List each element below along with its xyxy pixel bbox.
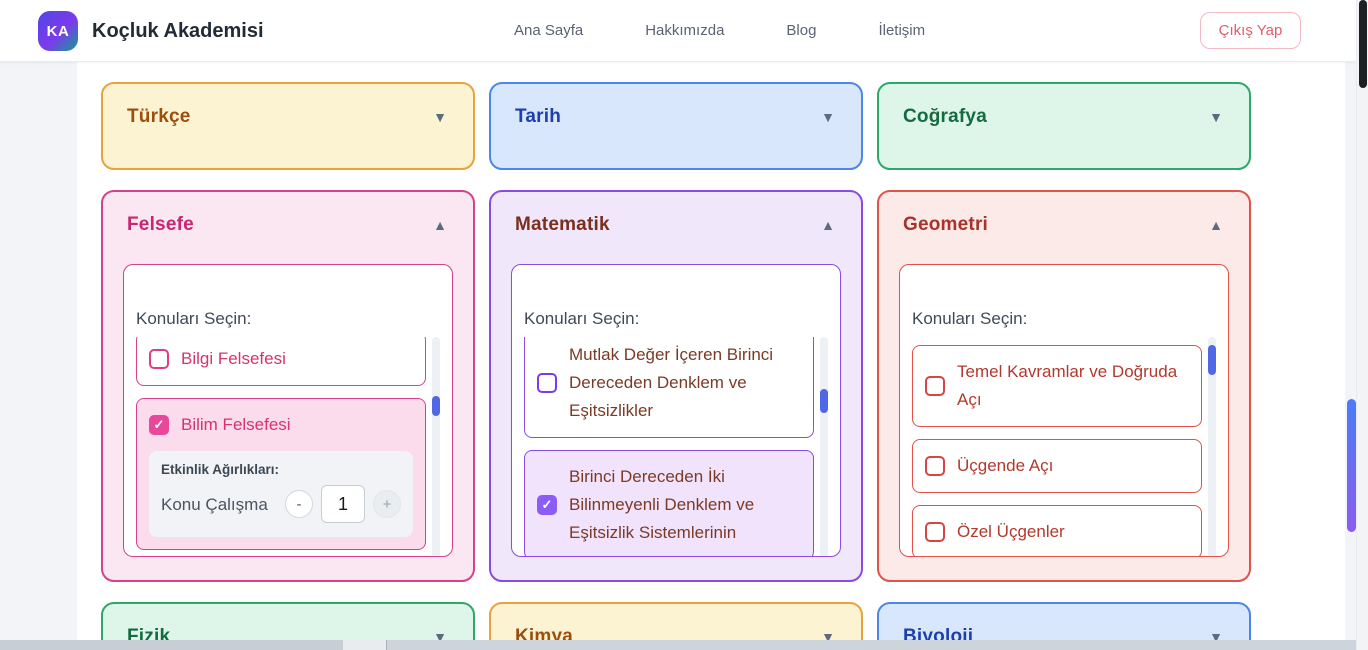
quantity-stepper: - + (285, 485, 401, 523)
topic-item[interactable]: Temel Kavramlar ve Doğruda Açı (912, 345, 1202, 427)
select-topics-label: Konuları Seçin: (136, 309, 252, 328)
card-header[interactable]: Matematik ▲ (491, 192, 861, 238)
topic-list: Bilgi Felsefesi ✓ Bilim Felsefesi Etkinl… (136, 337, 440, 556)
card-title: Felsefe (127, 214, 194, 235)
list-scrollbar[interactable] (820, 337, 828, 556)
checkbox-unchecked[interactable] (149, 349, 169, 369)
card-header[interactable]: Türkçe ▼ (103, 84, 473, 130)
nav-links: Ana Sayfa Hakkımızda Blog İletişim (514, 0, 925, 62)
increment-button[interactable]: + (373, 490, 401, 518)
topic-item[interactable]: ✓ Bilim Felsefesi Etkinlik Ağırlıkları: … (136, 398, 426, 550)
checkbox-unchecked[interactable] (925, 376, 945, 396)
nav-link-about[interactable]: Hakkımızda (645, 22, 725, 39)
topics-panel: Konuları Seçin: Mutlak Değer İçeren Biri… (511, 264, 841, 557)
topic-label: Özel Üçgenler (957, 522, 1065, 541)
topic-label: Bilgi Felsefesi (181, 349, 286, 368)
topic-label: Üçgende Açı (957, 456, 1054, 475)
nav-link-blog[interactable]: Blog (786, 22, 817, 39)
chevron-down-icon[interactable]: ▼ (1209, 109, 1223, 125)
subject-card-geometri: Geometri ▲ Konuları Seçin: Temel Kavraml… (877, 190, 1251, 582)
list-scrollbar-thumb[interactable] (1208, 345, 1216, 375)
checkbox-checked[interactable]: ✓ (149, 415, 169, 435)
horizontal-scrollbar[interactable] (0, 640, 1356, 650)
topic-item[interactable]: Üçgende Açı (912, 439, 1202, 493)
check-icon: ✓ (153, 417, 165, 432)
horizontal-scrollbar-thumb[interactable] (0, 640, 343, 650)
chevron-down-icon[interactable]: ▼ (433, 109, 447, 125)
horizontal-scrollbar-segment[interactable] (386, 640, 1356, 650)
brand-logo[interactable]: KA (38, 11, 78, 51)
subject-card-turkce: Türkçe ▼ (101, 82, 475, 170)
topic-label: Mutlak Değer İçeren Birinci Dereceden De… (569, 345, 774, 420)
topic-item[interactable]: Mutlak Değer İçeren Birinci Dereceden De… (524, 337, 814, 438)
topic-label: Birinci Dereceden İki Bilinmeyenli Denkl… (569, 467, 755, 542)
card-title: Tarih (515, 106, 562, 127)
weight-value-input[interactable] (321, 485, 365, 523)
subject-cards-grid: Türkçe ▼ Tarih ▼ Coğrafya ▼ Felsefe ▲ Ko… (101, 82, 1251, 650)
topic-item[interactable]: Bilgi Felsefesi (136, 337, 426, 386)
top-navbar: KA Koçluk Akademisi Ana Sayfa Hakkımızda… (0, 0, 1356, 62)
chevron-up-icon[interactable]: ▲ (1209, 217, 1223, 233)
chevron-up-icon[interactable]: ▲ (821, 217, 835, 233)
card-title: Geometri (903, 214, 989, 235)
topics-panel: Konuları Seçin: Temel Kavramlar ve Doğru… (899, 264, 1229, 557)
topic-list: Mutlak Değer İçeren Birinci Dereceden De… (524, 337, 828, 556)
list-scrollbar-thumb[interactable] (432, 396, 440, 416)
nav-link-home[interactable]: Ana Sayfa (514, 22, 584, 39)
checkbox-unchecked[interactable] (925, 522, 945, 542)
card-title: Türkçe (127, 106, 191, 127)
nav-link-contact[interactable]: İletişim (878, 22, 926, 39)
card-header[interactable]: Felsefe ▲ (103, 192, 473, 238)
activity-weights-heading: Etkinlik Ağırlıkları: (161, 462, 280, 477)
decrement-button[interactable]: - (285, 490, 313, 518)
chevron-up-icon[interactable]: ▲ (433, 217, 447, 233)
select-topics-label: Konuları Seçin: (912, 309, 1028, 328)
vertical-scrollbar[interactable] (1356, 0, 1368, 650)
subject-card-cografya: Coğrafya ▼ (877, 82, 1251, 170)
subject-card-matematik: Matematik ▲ Konuları Seçin: Mutlak Değer… (489, 190, 863, 582)
card-title: Matematik (515, 214, 610, 235)
weight-row: Konu Çalışma - + (161, 485, 401, 523)
weight-name: Konu Çalışma (161, 494, 268, 514)
check-icon: ✓ (541, 497, 553, 512)
select-topics-label: Konuları Seçin: (524, 309, 640, 328)
vertical-scrollbar-thumb[interactable] (1359, 0, 1367, 88)
logout-button[interactable]: Çıkış Yap (1200, 12, 1301, 49)
topic-item[interactable]: Özel Üçgenler (912, 505, 1202, 556)
card-header[interactable]: Geometri ▲ (879, 192, 1249, 238)
checkbox-unchecked[interactable] (537, 373, 557, 393)
list-scrollbar-thumb[interactable] (820, 389, 828, 413)
topic-label: Temel Kavramlar ve Doğruda Açı (957, 362, 1178, 409)
topic-item[interactable]: ✓ Birinci Dereceden İki Bilinmeyenli Den… (524, 450, 814, 556)
brand-title: Koçluk Akademisi (92, 19, 264, 42)
subject-card-tarih: Tarih ▼ (489, 82, 863, 170)
checkbox-unchecked[interactable] (925, 456, 945, 476)
card-title: Coğrafya (903, 106, 987, 127)
topic-label: Bilim Felsefesi (181, 415, 291, 434)
topics-panel: Konuları Seçin: Bilgi Felsefesi ✓ Bilim … (123, 264, 453, 557)
subject-card-felsefe: Felsefe ▲ Konuları Seçin: Bilgi Felsefes… (101, 190, 475, 582)
card-header[interactable]: Tarih ▼ (491, 84, 861, 130)
list-scrollbar[interactable] (432, 337, 440, 556)
chevron-down-icon[interactable]: ▼ (821, 109, 835, 125)
topic-list: Temel Kavramlar ve Doğruda Açı Üçgende A… (912, 337, 1216, 556)
checkbox-checked[interactable]: ✓ (537, 495, 557, 515)
card-header[interactable]: Coğrafya ▼ (879, 84, 1249, 130)
page-scrollbar-thumb[interactable] (1347, 399, 1356, 532)
list-scrollbar[interactable] (1208, 337, 1216, 556)
activity-weights-panel: Etkinlik Ağırlıkları: Konu Çalışma - + (149, 451, 413, 537)
